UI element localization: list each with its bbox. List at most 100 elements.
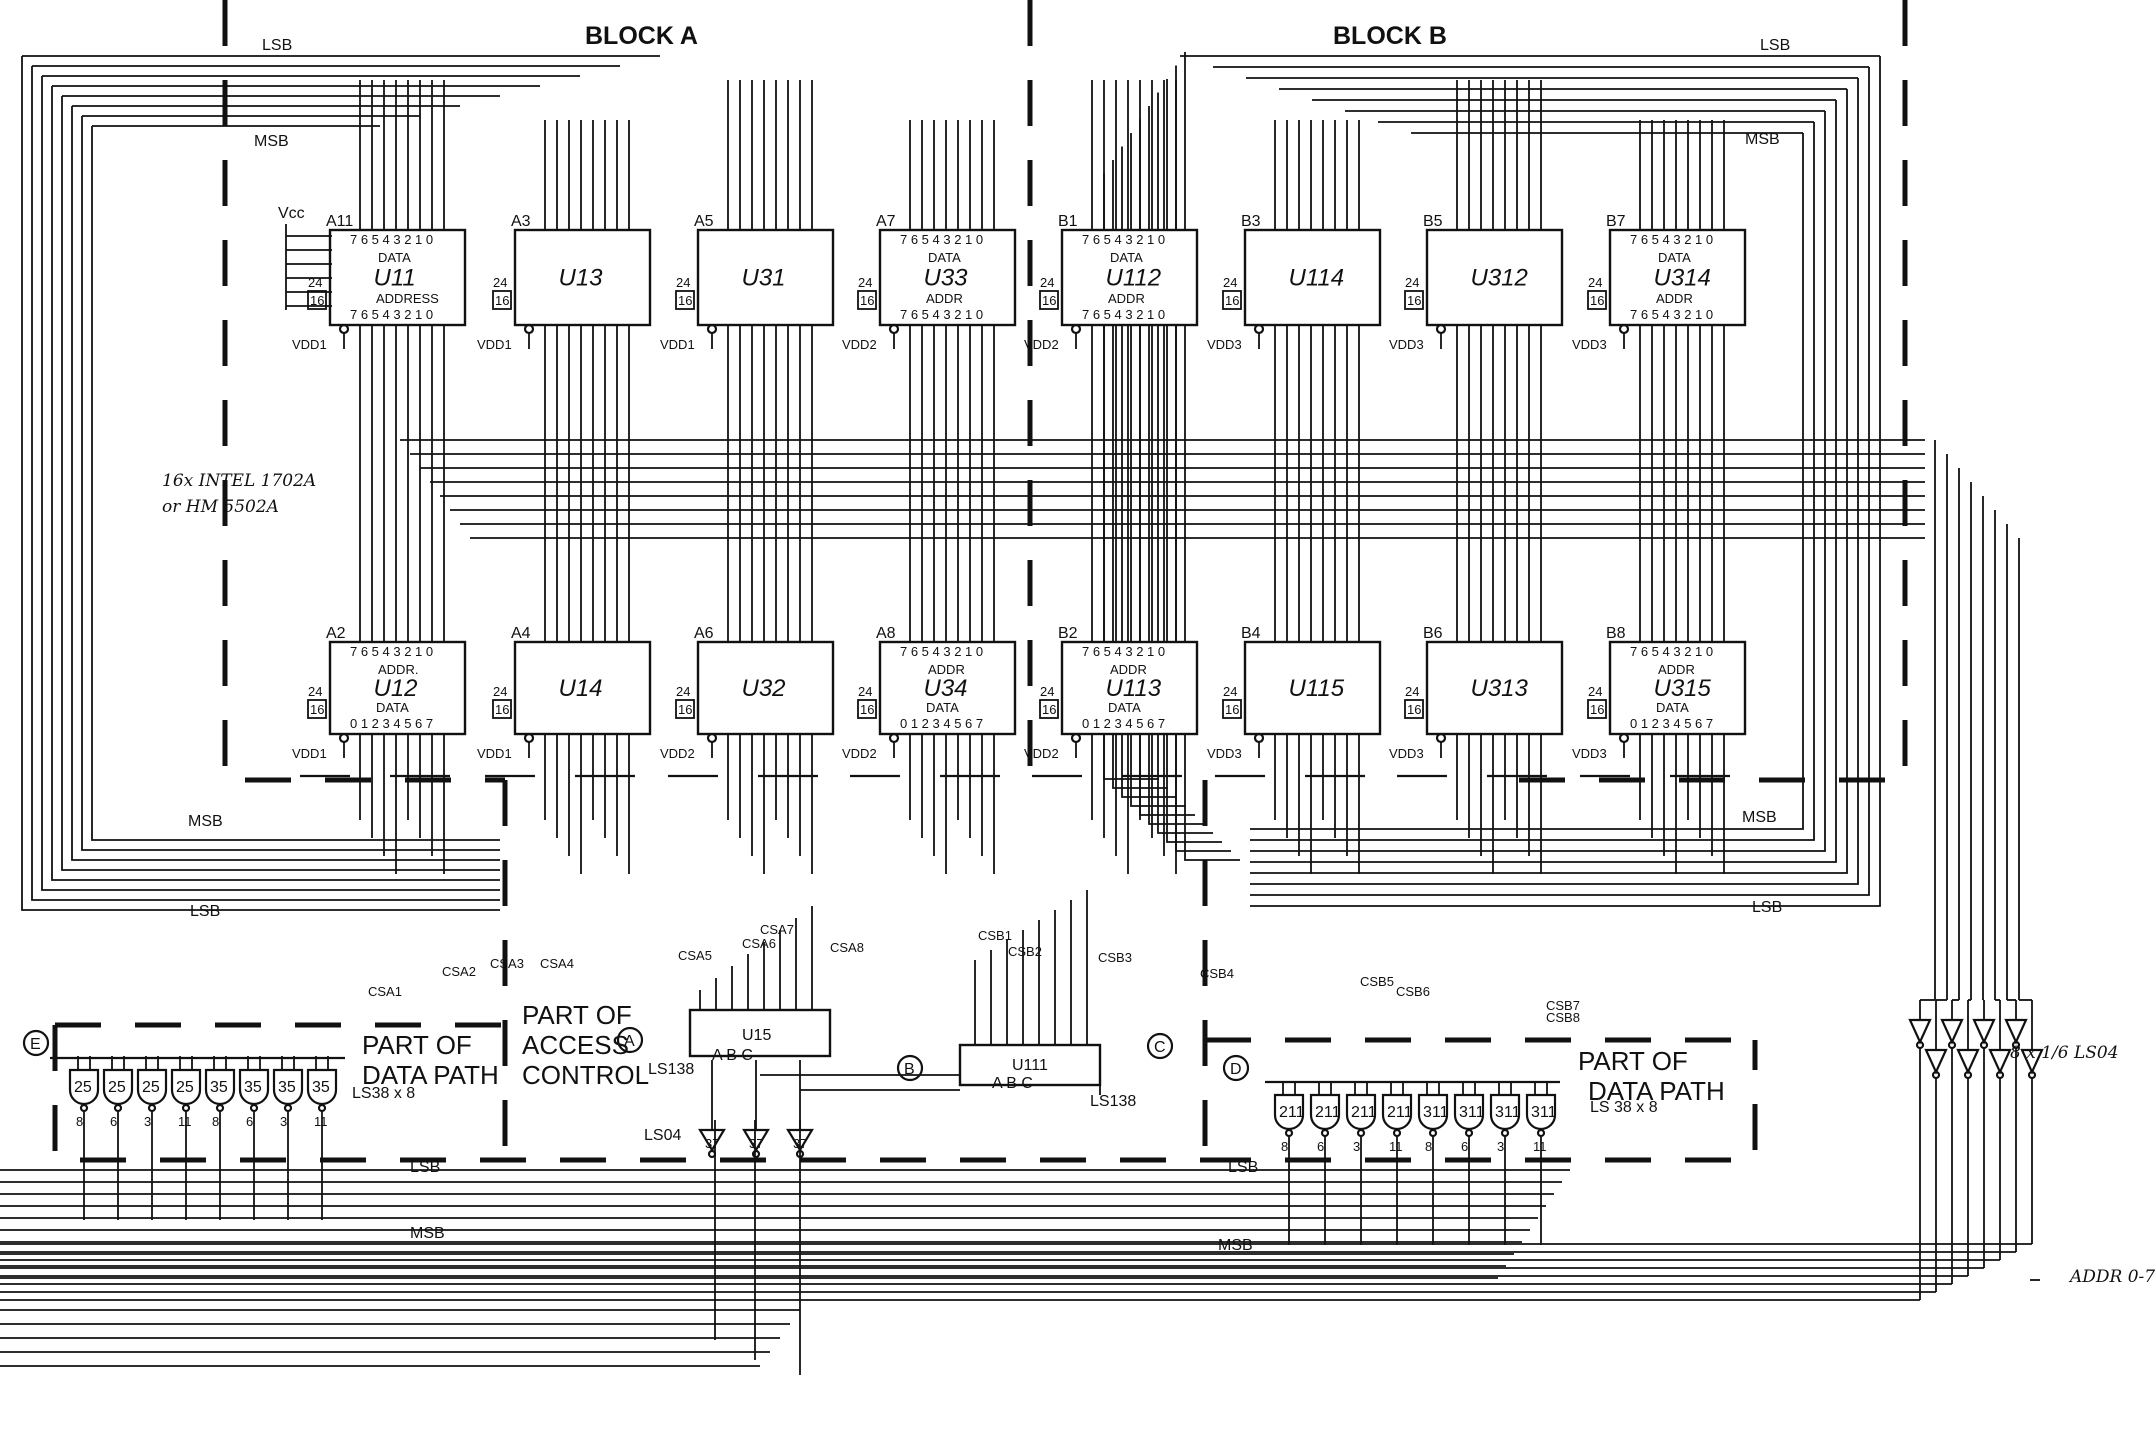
chip-ref: B8: [1606, 625, 1626, 642]
msb-label-right: MSB: [1745, 131, 1780, 148]
chip-bottom-label: ADDR: [1656, 291, 1693, 306]
nand-gate: 353: [272, 1068, 304, 1129]
data-path-left-line2: DATA PATH: [362, 1060, 499, 1090]
gate-pin: 11: [314, 1114, 328, 1129]
chip-vdd: VDD2: [842, 337, 877, 352]
chip-bottom-label: DATA: [376, 700, 409, 715]
chip-pin-16: 16: [495, 293, 509, 308]
cs-a-label: CSA7: [760, 922, 794, 937]
cs-a-label: CSA5: [678, 948, 712, 963]
chip-bottom-label: ADDRESS: [376, 291, 439, 306]
chip-vdd: VDD1: [477, 746, 512, 761]
chip-pin-24: 24: [1223, 275, 1237, 290]
chip-body-U13: [513, 228, 652, 327]
chip-pin-16-box: [857, 290, 877, 310]
nand-gate: 211 8: [1273, 1093, 1305, 1154]
chip-name: U34: [924, 675, 968, 702]
block-b-title: BLOCK B: [1333, 22, 1447, 50]
cs-a-label: CSA2: [442, 964, 476, 979]
chip-ref: B4: [1241, 625, 1261, 642]
chip-pin-24: 24: [1040, 275, 1054, 290]
chip-top-label: DATA: [1658, 250, 1691, 265]
chip-body-U14: [513, 640, 652, 736]
lsb-label-top-right: LSB: [1760, 37, 1790, 54]
chip-pin-16: 16: [1590, 702, 1604, 717]
gate-number: 35: [210, 1079, 228, 1096]
chip-pins-bottom: 7 6 5 4 3 2 1 0: [900, 307, 983, 322]
chip-pin-16: 16: [1407, 293, 1421, 308]
chip-pins-bottom: 0 1 2 3 4 5 6 7: [900, 716, 983, 731]
access-control-line3: CONTROL: [522, 1060, 649, 1090]
gate-pin: 11: [1533, 1139, 1547, 1154]
connector-c: C: [1154, 1039, 1166, 1056]
connector-b: B: [904, 1061, 915, 1078]
cs-a-label: CSA1: [368, 984, 402, 999]
gate-number: 211: [1279, 1104, 1305, 1121]
chip-pins-top: 7 6 5 4 3 2 1 0: [350, 232, 433, 247]
chip-pins-top: 7 6 5 4 3 2 1 0: [1630, 232, 1713, 247]
chip-top-label: ADDR: [928, 662, 965, 677]
chip-body-U12: [328, 640, 467, 736]
chip-pin-16: 16: [860, 702, 874, 717]
decoder-u15-inputs: A B C: [712, 1047, 753, 1064]
chip-pin-16-box: [857, 699, 877, 719]
chip-ref: A6: [694, 625, 714, 642]
chip-pin-16: 16: [1042, 702, 1056, 717]
gate-pin: 8: [1281, 1139, 1288, 1154]
memory-note-line2: or HM 5502A: [162, 497, 279, 517]
lsb-label-mid-right: LSB: [1752, 899, 1782, 916]
block-boundaries: [52, 0, 1908, 1163]
chip-name: U314: [1654, 265, 1711, 292]
gate-pin: 3: [280, 1114, 287, 1129]
chip-name: U112: [1106, 265, 1162, 292]
gate-pin: 8: [212, 1114, 219, 1129]
gate-pin: 8: [1425, 1139, 1432, 1154]
chip-body-U312: [1425, 228, 1564, 327]
chip-pin-24: 24: [1405, 275, 1419, 290]
msb-label-bottom-left: MSB: [410, 1225, 445, 1242]
nand-gate: 356: [238, 1068, 270, 1129]
chip-vdd: VDD2: [1024, 746, 1059, 761]
chip-pins-top: 7 6 5 4 3 2 1 0: [1630, 644, 1713, 659]
chip-pins-bottom: 0 1 2 3 4 5 6 7: [350, 716, 433, 731]
chip-pins-top: 7 6 5 4 3 2 1 0: [900, 644, 983, 659]
decoder-u111-part: LS138: [1090, 1093, 1136, 1110]
chip-pin-16-box: [675, 290, 695, 310]
chip-pin-16-box: [1587, 699, 1607, 719]
lsb-label-top-left: LSB: [262, 37, 292, 54]
cs-b-label: CSB6: [1396, 984, 1430, 999]
data-path-left-line1: PART OF: [362, 1030, 472, 1060]
chip-ref: A4: [511, 625, 531, 642]
decoder-u15-id: U15: [742, 1027, 771, 1044]
chip-vdd: VDD3: [1389, 337, 1424, 352]
chip-pin-16: 16: [1407, 702, 1421, 717]
memory-note-line1: 16x INTEL 1702A: [162, 471, 316, 491]
gate-number: 25: [142, 1079, 160, 1096]
gate-pin: 6: [110, 1114, 117, 1129]
decoder-u111-inputs: A B C: [992, 1075, 1033, 1092]
chip-pin-16: 16: [1042, 293, 1056, 308]
chip-pins-top: 7 6 5 4 3 2 1 0: [350, 644, 433, 659]
chip-vdd: VDD3: [1207, 337, 1242, 352]
chip-pins-top: 7 6 5 4 3 2 1 0: [900, 232, 983, 247]
msb-label-left: MSB: [254, 133, 289, 150]
chip-pin-24: 24: [858, 684, 872, 699]
access-control: PART OF ACCESS CONTROL U15 LS138 A B C L…: [522, 1000, 832, 1159]
buffer-gate: [2004, 1018, 2028, 1045]
data-path-right-parts: LS 38 x 8: [1590, 1099, 1658, 1116]
chip-vdd: VDD3: [1572, 746, 1607, 761]
chip-vdd: VDD3: [1389, 746, 1424, 761]
cs-a-label: CSA6: [742, 936, 776, 951]
gate-pin: 11: [1389, 1139, 1403, 1154]
chip-pin-16-box: [1404, 290, 1424, 310]
chip-pin-16: 16: [678, 293, 692, 308]
